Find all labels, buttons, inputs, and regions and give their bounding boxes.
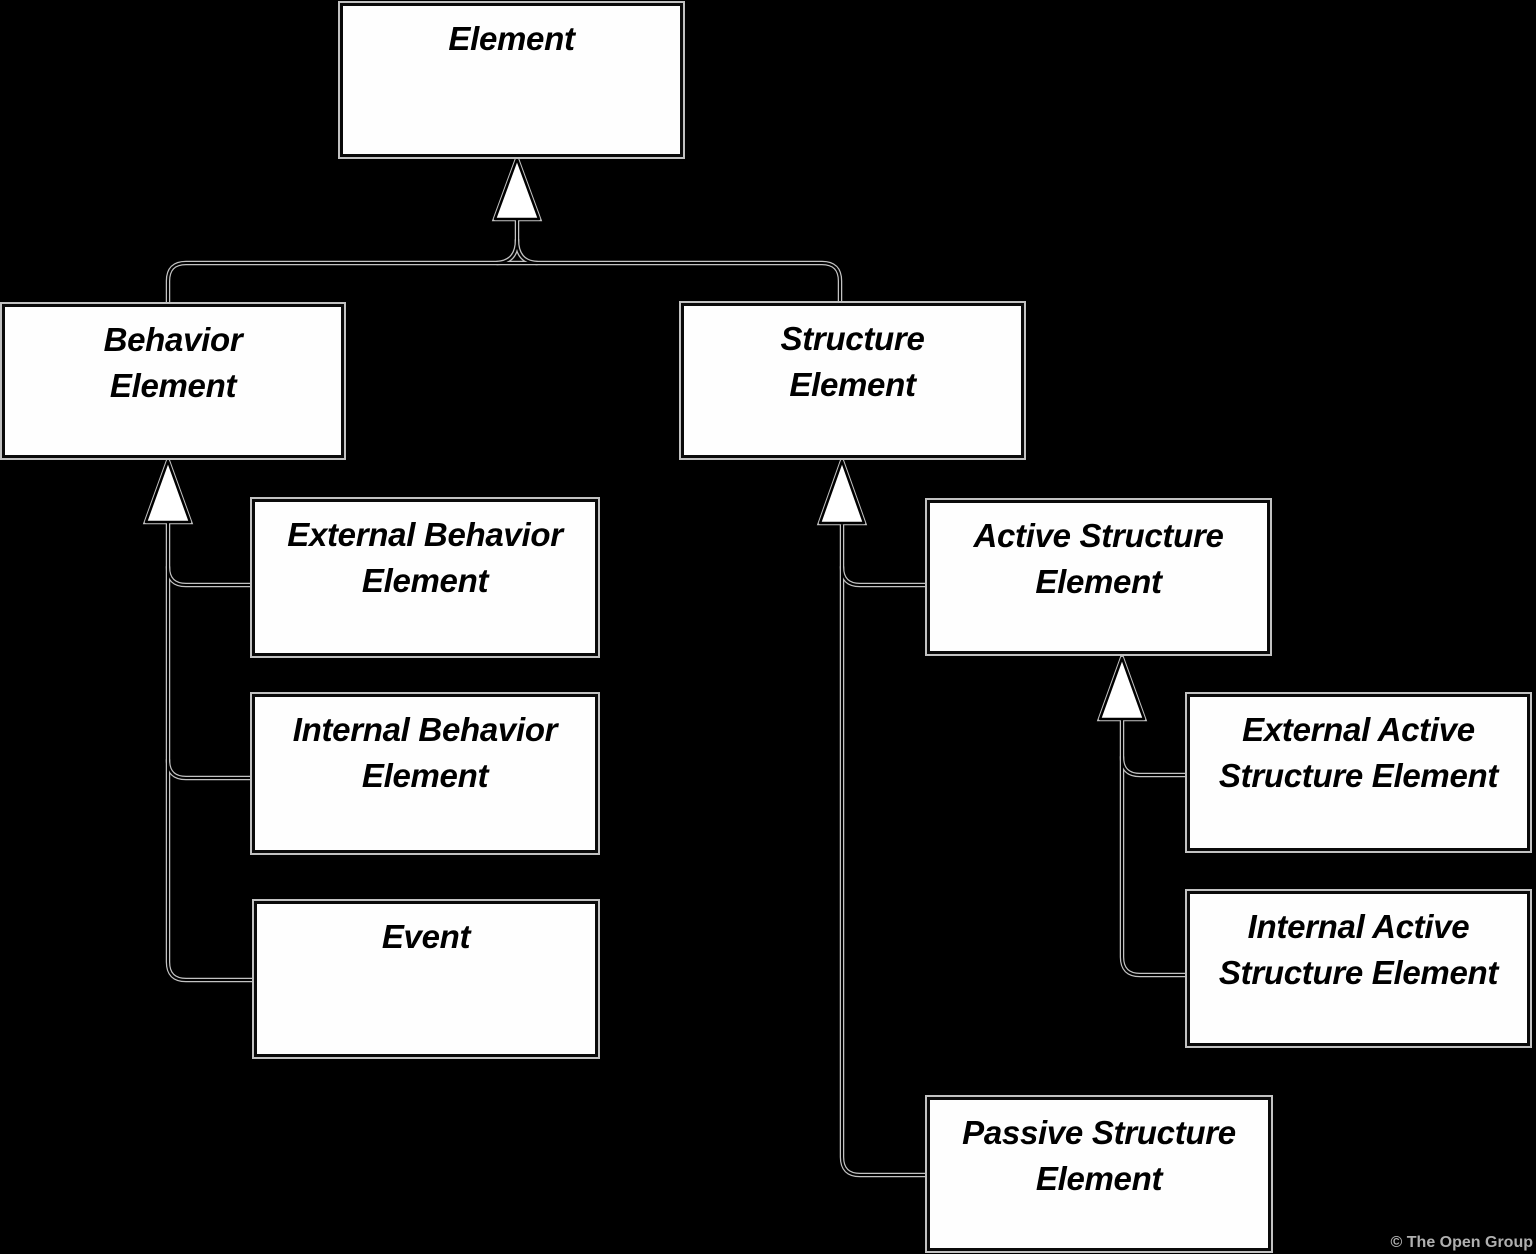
node-structure-element: Structure Element: [681, 303, 1024, 458]
connector-line: [1121, 719, 1188, 976]
connector-line: [165, 260, 843, 307]
connector-line: [167, 262, 841, 305]
node-external-behavior-element: External Behavior Element: [252, 499, 598, 656]
connector-line: [1119, 717, 1190, 978]
node-event: Event: [254, 901, 598, 1057]
connector-line: [1119, 754, 1190, 778]
node-external-active-structure-element: External Active Structure Element: [1187, 694, 1530, 851]
node-active-structure-element: Active Structure Element: [927, 500, 1270, 654]
arrowhead-layer: [144, 157, 1146, 721]
connector-line: [167, 759, 253, 779]
connector-line: [1121, 756, 1188, 776]
node-behavior-element: Behavior Element: [2, 304, 344, 458]
connector-core-layer: [167, 218, 1188, 1176]
copyright-notice: © The Open Group: [1390, 1234, 1533, 1251]
connector-line: [841, 524, 928, 1176]
connector-line: [167, 522, 255, 981]
connector-line: [841, 566, 928, 586]
generalization-arrowhead: [493, 157, 541, 221]
connector-line: [839, 522, 930, 1178]
node-internal-behavior-element: Internal Behavior Element: [252, 694, 598, 853]
connector-line: [165, 520, 257, 983]
node-internal-active-structure-element: Internal Active Structure Element: [1187, 891, 1530, 1046]
connector-line: [167, 566, 253, 586]
node-element: Element: [340, 3, 683, 157]
generalization-arrowhead: [818, 459, 866, 525]
connector-line: [839, 564, 930, 588]
node-passive-structure-element: Passive Structure Element: [927, 1097, 1271, 1251]
connector-line: [165, 757, 255, 781]
connector-line: [165, 564, 255, 588]
generalization-arrowhead: [1098, 656, 1146, 721]
generalization-arrowhead: [144, 459, 192, 524]
